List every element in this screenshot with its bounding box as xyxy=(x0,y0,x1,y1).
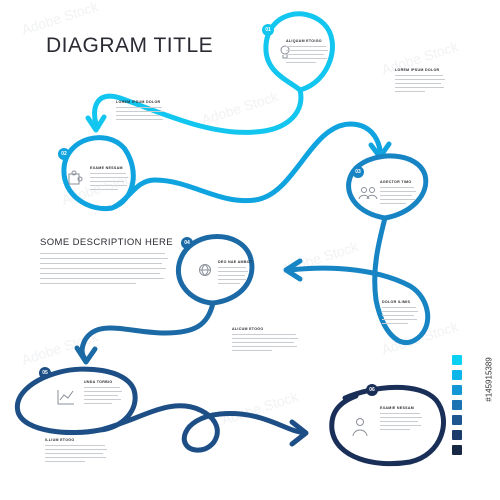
palette-swatch xyxy=(452,370,462,380)
connector-2-3 xyxy=(61,121,383,212)
node-badge-04 xyxy=(181,237,193,249)
palette-swatch xyxy=(452,445,462,455)
node-label-06: EXAMIE NESSAM xyxy=(380,406,415,410)
node-label-01: ALIQUAM ETOIGO xyxy=(286,39,322,43)
node-badge-05 xyxy=(39,367,51,379)
connector-3-4 xyxy=(287,153,431,345)
arrow-head-3 xyxy=(283,258,303,282)
lightbulb-icon xyxy=(280,45,290,59)
node-badge-01 xyxy=(262,24,274,36)
node-number-06: 06 xyxy=(369,386,375,393)
chart-icon xyxy=(57,390,74,405)
node-number-01: 01 xyxy=(265,26,271,33)
side-label-right-middle: DOLOR ILIMIS xyxy=(382,300,411,304)
node-badge-02 xyxy=(58,148,70,160)
people-icon xyxy=(358,187,378,200)
node-number-04: 04 xyxy=(184,239,190,246)
node-badge-03 xyxy=(352,166,364,178)
node-number-05: 05 xyxy=(42,369,48,376)
diagram-title: DIAGRAM TITLE xyxy=(46,34,214,57)
side-label-center: ALICUM ETOGO xyxy=(232,327,264,331)
side-label-bottom-left: ILLIUM ETOGO xyxy=(45,438,75,442)
node-label-02: EXAME NESSAM xyxy=(90,166,123,170)
palette-swatch xyxy=(452,400,462,410)
connector-4-5 xyxy=(79,234,255,363)
person-icon xyxy=(352,418,368,437)
description-heading: SOME DESCRIPTION HERE xyxy=(40,237,173,248)
connector-5-6 xyxy=(14,366,303,453)
node-number-03: 03 xyxy=(355,168,361,175)
connector-1-2 xyxy=(92,11,335,135)
node-label-05: UNDA TORBIO xyxy=(84,380,113,384)
node-badge-06 xyxy=(366,384,378,396)
node-number-02: 02 xyxy=(61,150,67,157)
stock-id: #145915389 xyxy=(484,357,494,402)
node-label-04: DEO NAE AMBOT xyxy=(218,260,253,264)
arrow-head-5 xyxy=(289,419,309,447)
palette-swatch xyxy=(452,430,462,440)
stock-id-container: #145915389 xyxy=(482,330,494,430)
arrow-head-1 xyxy=(85,114,107,133)
palette-swatch xyxy=(452,385,462,395)
side-label-top-right: LOREM IPSUM DOLOR xyxy=(395,68,440,72)
arrow-head-4 xyxy=(74,345,98,365)
node-6-loop xyxy=(329,384,446,467)
palette-swatch xyxy=(452,355,462,365)
side-label-upper-left: LOREM IPSUM DOLOR xyxy=(116,100,161,104)
palette-swatch xyxy=(452,415,462,425)
node-label-03: AGECTOR TIMO xyxy=(380,180,412,184)
puzzle-icon xyxy=(68,170,83,185)
globe-icon xyxy=(199,264,211,277)
